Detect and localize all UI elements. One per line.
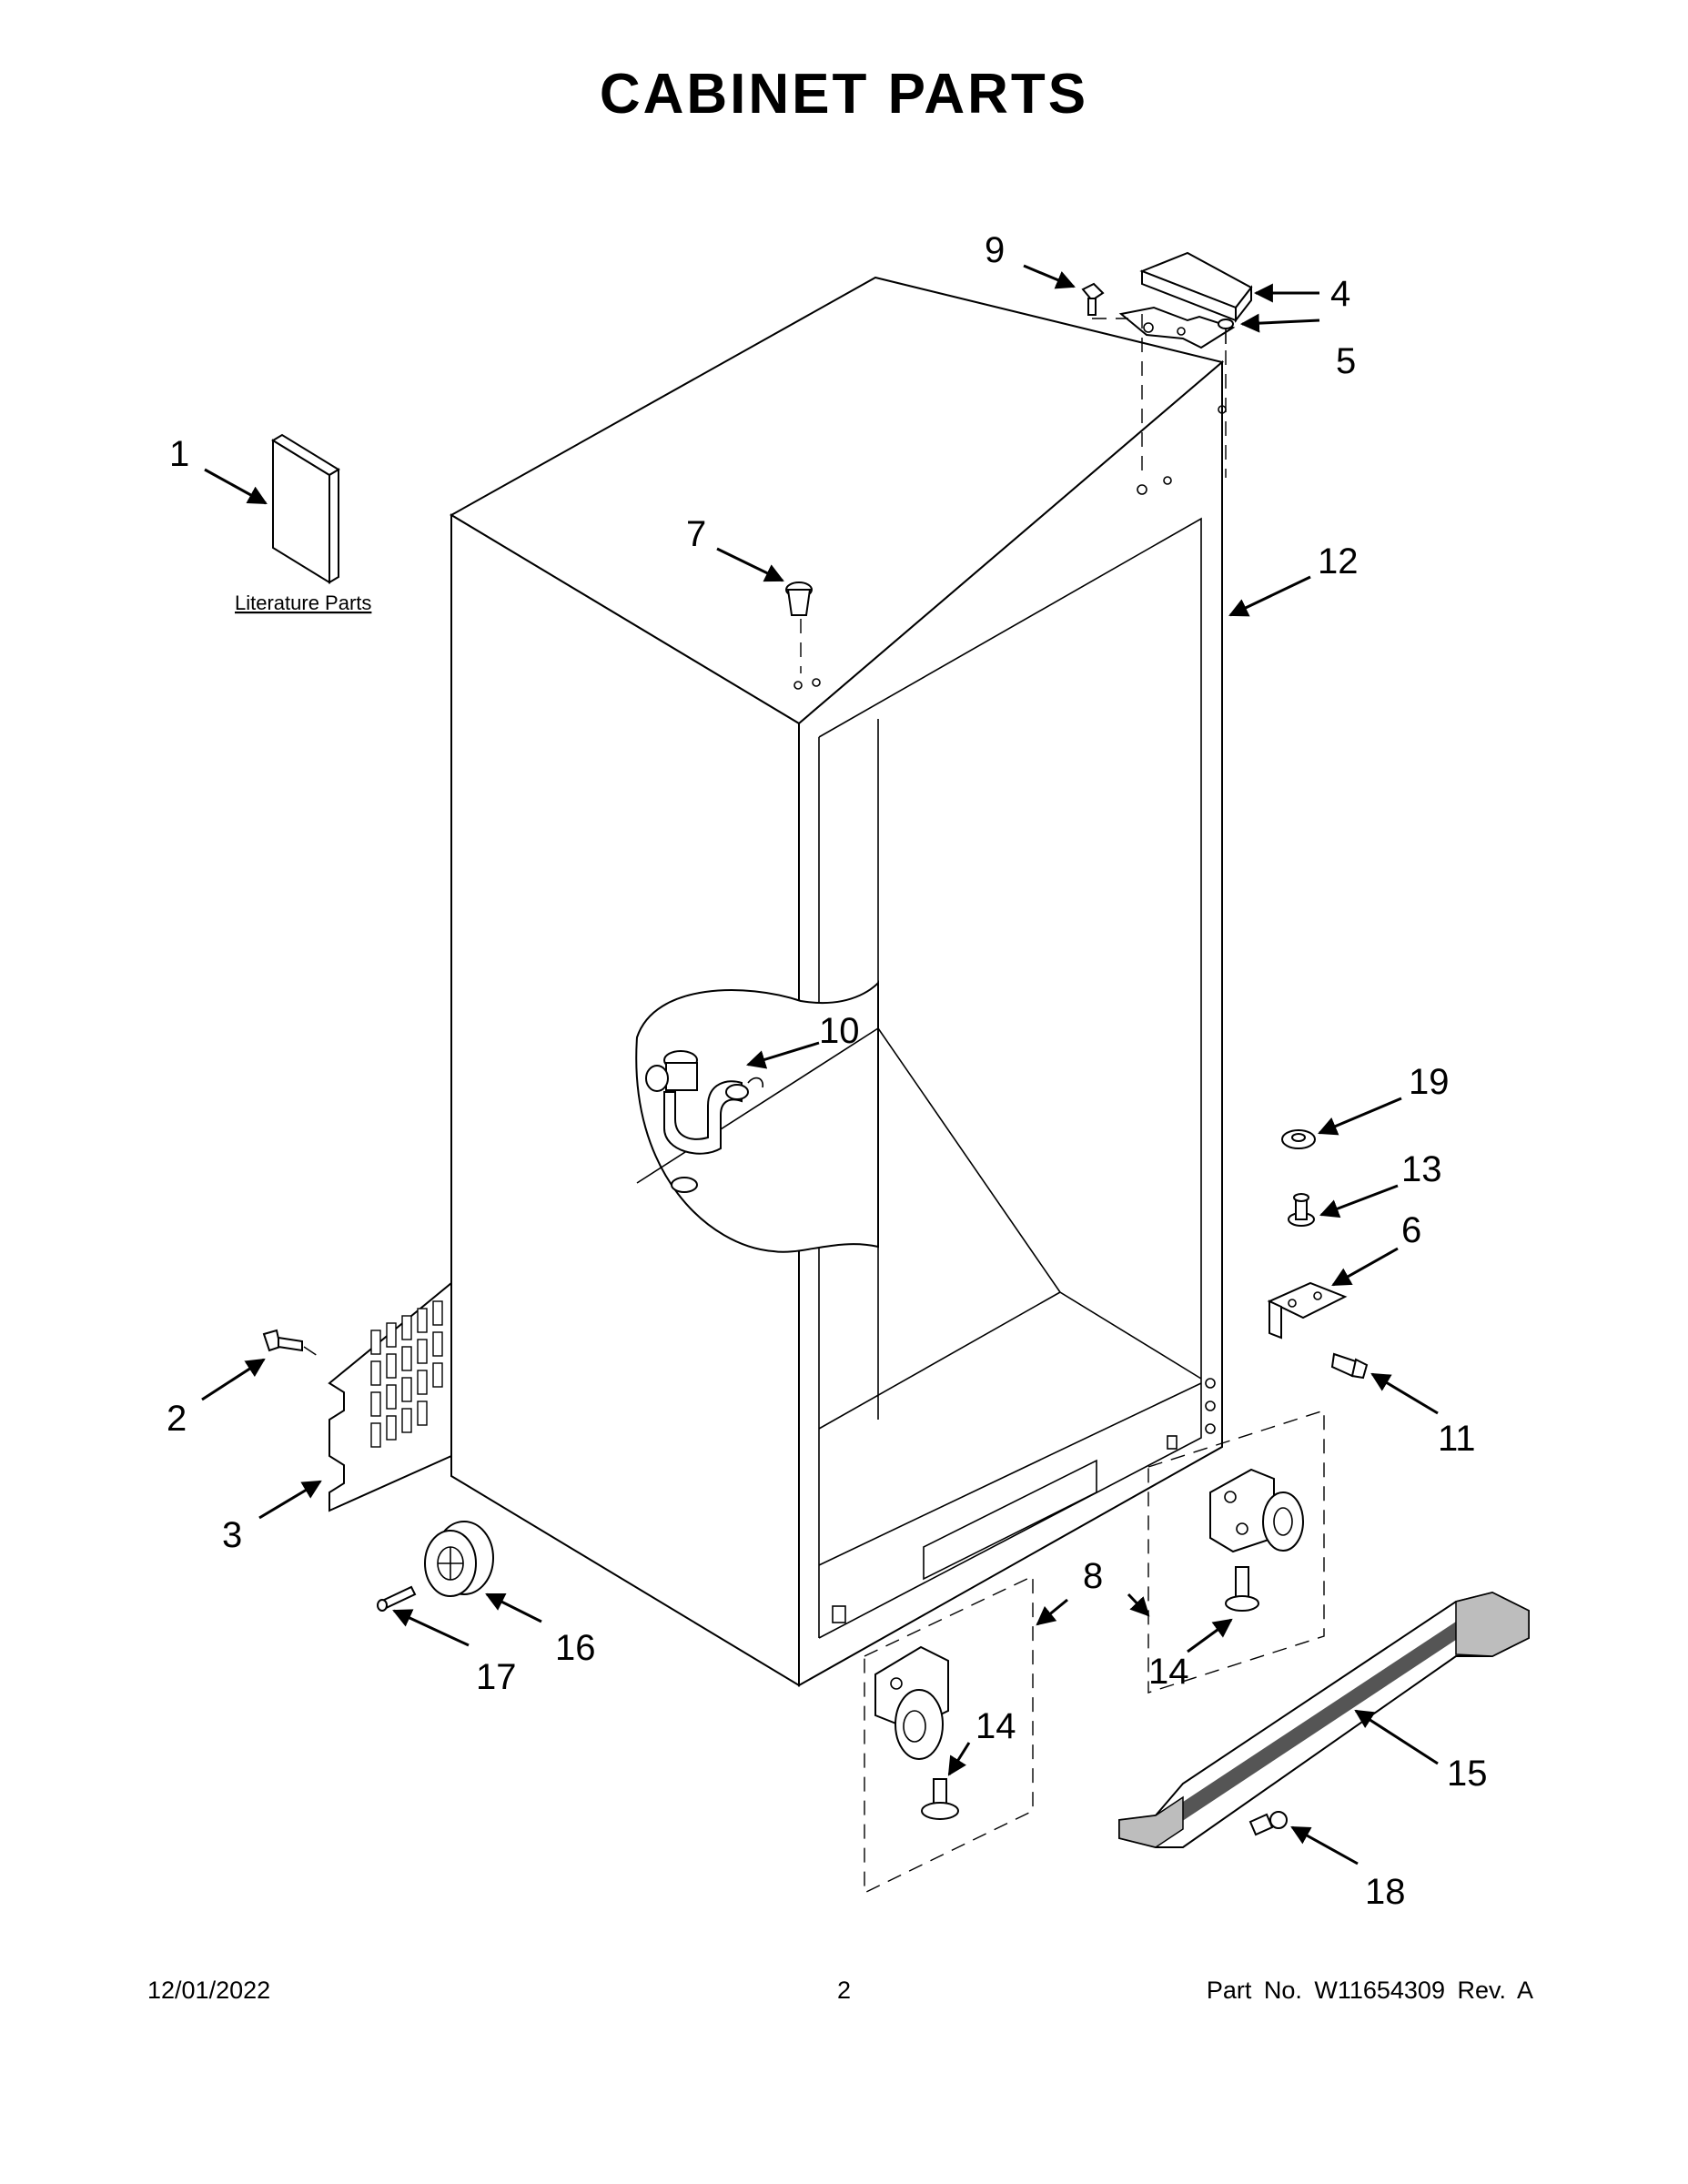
hinge-stud <box>1288 1193 1315 1227</box>
callout-4: 4 <box>1330 274 1350 314</box>
leveling-leg-left <box>921 1778 959 1820</box>
callout-arrows <box>201 264 1439 1866</box>
footer-date: 12/01/2022 <box>147 1977 271 2004</box>
callout-12: 12 <box>1318 541 1359 581</box>
callout-16: 16 <box>555 1628 596 1668</box>
bracket-screw <box>1330 1352 1369 1380</box>
callout-15: 15 <box>1447 1754 1488 1794</box>
hinge-cover <box>1139 251 1253 323</box>
cabinet-body <box>450 276 1227 1687</box>
rear-wheel <box>424 1521 494 1597</box>
page-title: CABINET PARTS <box>599 63 1089 126</box>
washer <box>1281 1129 1316 1149</box>
roller-bracket-right <box>1209 1468 1304 1553</box>
leveling-leg-right <box>1225 1566 1259 1612</box>
callout-11: 11 <box>1438 1419 1476 1459</box>
cutaway-drain-area <box>635 980 879 1253</box>
wheel-axle <box>377 1585 417 1612</box>
drain-fitting <box>645 1050 764 1155</box>
rear-grille <box>328 1280 452 1512</box>
lower-hinge-bracket <box>1267 1281 1348 1340</box>
hinge-screw <box>1081 282 1105 316</box>
literature-parts-label: Literature Parts <box>235 592 371 614</box>
callout-14: 14 <box>975 1706 1016 1746</box>
callout-7: 7 <box>686 514 706 554</box>
callout-10: 10 <box>819 1011 860 1051</box>
plug-button <box>785 581 813 616</box>
callout-5: 5 <box>1336 341 1356 381</box>
callout-3: 3 <box>222 1515 242 1555</box>
callout-19: 19 <box>1409 1062 1450 1102</box>
hinge-bracket <box>1118 306 1236 349</box>
callout-2: 2 <box>167 1399 187 1439</box>
footer-page-number: 2 <box>836 1977 852 2004</box>
callout-8: 8 <box>1083 1556 1103 1596</box>
footer-part-number: Part No. W11654309 Rev. A <box>1206 1977 1533 2004</box>
grille-screw-front <box>1248 1811 1288 1836</box>
roller-bracket-left <box>874 1645 949 1760</box>
callout-6: 6 <box>1401 1210 1421 1250</box>
callout-18: 18 <box>1365 1872 1406 1912</box>
grille-screw <box>262 1329 303 1352</box>
literature-booklet <box>271 433 340 584</box>
callout-13: 13 <box>1401 1149 1442 1189</box>
callout-9: 9 <box>985 230 1005 270</box>
callout-14: 14 <box>1148 1652 1189 1692</box>
callout-1: 1 <box>169 434 189 474</box>
callout-17: 17 <box>476 1657 517 1697</box>
toe-grille <box>1118 1591 1530 1848</box>
